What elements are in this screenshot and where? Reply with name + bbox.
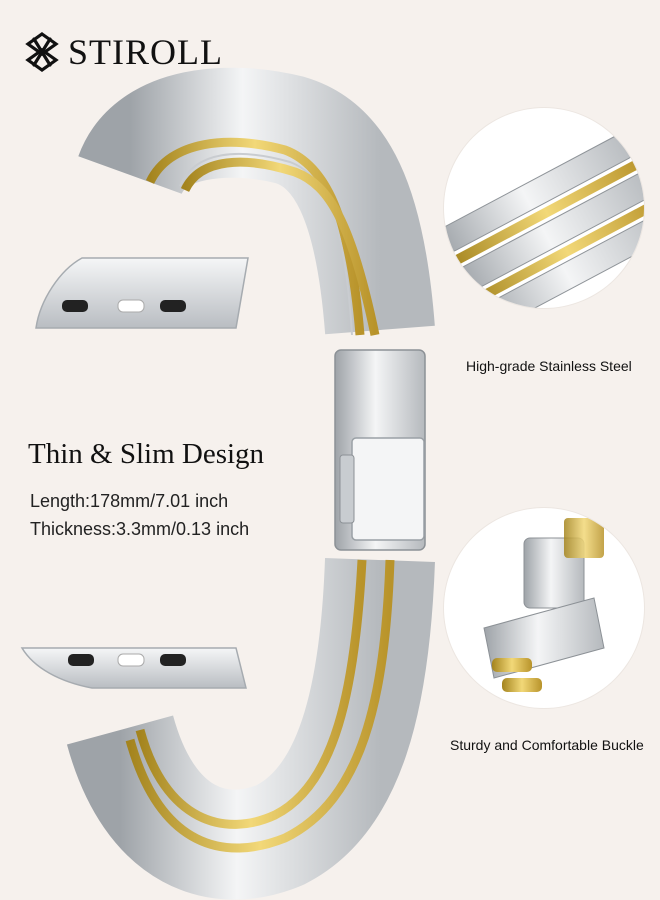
bottom-connector: [20, 647, 247, 689]
steel-links-closeup: [444, 108, 644, 308]
headline: Thin & Slim Design: [28, 438, 265, 470]
feature-caption-steel: High-grade Stainless Steel: [466, 358, 632, 374]
top-connector: [35, 257, 249, 329]
upper-strap: [78, 67, 435, 336]
spec-length: Length:178mm/7.01 inch: [30, 491, 229, 511]
buckle-closeup: [444, 508, 644, 708]
fold-clasp: [334, 349, 426, 551]
interlocking-knot-icon: [25, 32, 59, 72]
feature-caption-buckle: Sturdy and Comfortable Buckle: [450, 737, 644, 753]
brand-name: STIROLL: [68, 32, 223, 72]
lower-strap: [66, 557, 435, 900]
spec-thickness: Thickness:3.3mm/0.13 inch: [30, 519, 250, 539]
brand-logo: STIROLL: [24, 28, 223, 76]
